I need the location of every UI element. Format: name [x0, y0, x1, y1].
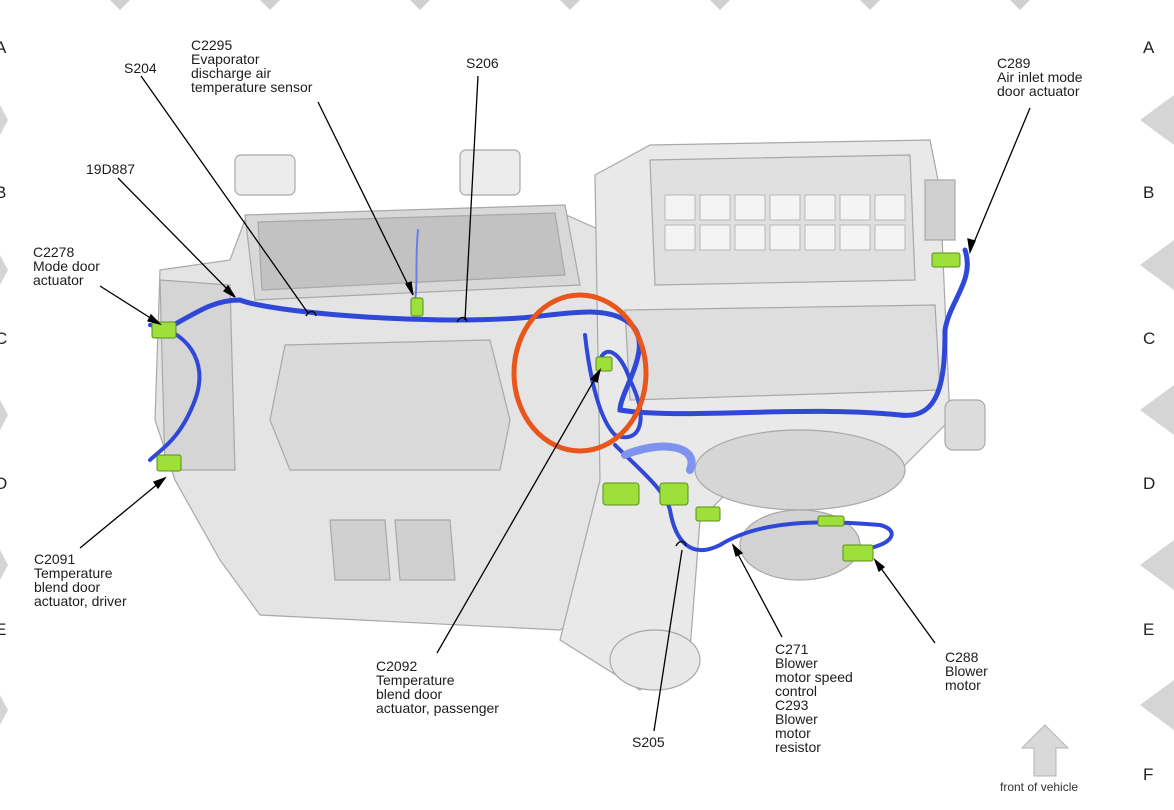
zone-label-d-left: D	[0, 474, 8, 493]
callout-c2092: C2092 Temperature blend door actuator, p…	[376, 658, 499, 716]
highlight-ellipse	[511, 292, 649, 454]
zone-label-d-right: D	[1143, 474, 1156, 493]
callout-c2295: C2295 Evaporator discharge air temperatu…	[191, 37, 313, 95]
harness-light-branch	[621, 442, 696, 474]
connector-c289	[931, 252, 961, 268]
harness-main-trunk	[162, 247, 970, 418]
connector-blower	[817, 515, 845, 527]
splice-marks	[305, 310, 687, 547]
zone-label-e-right: E	[1143, 620, 1155, 639]
callout-c289: C289 Air inlet mode door actuator	[997, 55, 1083, 99]
callout-s204: S204	[124, 60, 157, 76]
front-arrow-icon	[1020, 724, 1070, 777]
callout-19d887: 19D887	[86, 161, 136, 177]
connector-c271	[695, 506, 721, 522]
callout-c288: C288 Blower motor	[945, 649, 988, 693]
callout-s206: S206	[466, 55, 499, 71]
callout-c271-c293: C271 Blower motor speed control C293 Blo…	[775, 641, 853, 755]
zone-label-c-right: C	[1143, 329, 1156, 348]
zone-label-f-right: F	[1143, 765, 1154, 784]
connector-left-large	[602, 482, 640, 506]
connector-right-large	[659, 482, 689, 506]
hvac-housing	[154, 139, 986, 691]
front-of-vehicle-label: front of vehicle	[1000, 780, 1079, 794]
connector-c288	[842, 544, 874, 562]
zone-label-b-right: B	[1143, 183, 1155, 202]
connector-c2091	[156, 454, 182, 472]
left-edge-tabs	[0, 105, 8, 725]
zone-label-b-left: B	[0, 183, 7, 202]
splice-s206	[456, 316, 468, 323]
connector-c2092	[595, 356, 613, 372]
zone-label-c-left: C	[0, 329, 8, 348]
callout-s205: S205	[632, 734, 665, 750]
zone-label-a-left: A	[0, 38, 7, 57]
harness-sensor-lead	[414, 229, 419, 301]
connectors	[151, 252, 961, 562]
top-edge-tabs	[110, 0, 1030, 10]
callout-c2091: C2091 Temperature blend door actuator, d…	[34, 551, 127, 609]
zone-label-a-right: A	[1143, 38, 1155, 57]
wiring-harness	[148, 229, 970, 552]
callout-c2278: C2278 Mode door actuator	[33, 244, 100, 288]
leader-lines	[79, 75, 1031, 732]
connector-c2278	[151, 321, 177, 339]
connector-c2295	[410, 297, 424, 317]
harness-loop-passenger	[583, 333, 643, 439]
right-edge-tabs	[1140, 95, 1174, 730]
splice-s204	[305, 310, 317, 317]
zone-label-e-left: E	[0, 620, 7, 639]
splice-s205	[675, 540, 687, 547]
